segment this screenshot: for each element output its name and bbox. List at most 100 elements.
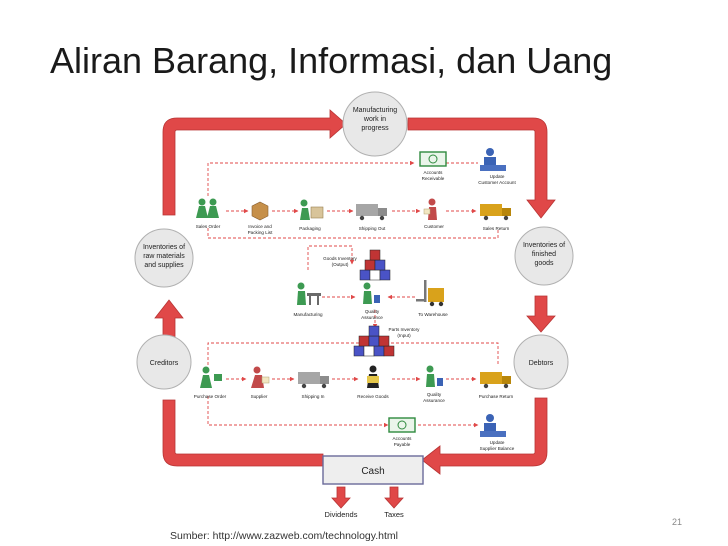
svg-text:progress: progress: [361, 125, 389, 132]
node-inventories-finished: Inventories of finished goods: [514, 226, 574, 286]
svg-text:Customer Account: Customer Account: [478, 180, 516, 185]
svg-text:Parts Inventory: Parts Inventory: [389, 327, 421, 332]
svg-text:Packaging: Packaging: [299, 226, 321, 231]
step-shipping-out: Shipping Out: [356, 204, 387, 231]
step-packaging: Packaging: [299, 199, 324, 231]
cycle-arrow-top-right: [407, 117, 556, 219]
cycle-arrow-left-up: [154, 299, 184, 341]
desk-icon: [480, 431, 506, 437]
desk-icon: [480, 165, 506, 171]
person-icon: [300, 199, 308, 207]
step-receive-goods: Receive Goods: [357, 365, 389, 399]
svg-text:Manufacturing: Manufacturing: [293, 312, 323, 317]
node-inventories-raw: Inventories of raw materials and supplie…: [134, 228, 194, 288]
svg-text:Inventories of: Inventories of: [523, 242, 565, 249]
node-wip: Manufacturing work in progress: [342, 91, 408, 157]
person-icon: [297, 282, 305, 290]
page-number: 21: [672, 517, 683, 527]
slide-title: Aliran Barang, Informasi, dan Uang: [50, 40, 613, 81]
svg-text:Update: Update: [490, 440, 505, 445]
svg-text:Goods Inventory: Goods Inventory: [323, 256, 357, 261]
person-icon: [369, 365, 377, 373]
svg-text:Invoice and: Invoice and: [248, 224, 272, 229]
cycle-arrow-bottom-right: [421, 397, 548, 475]
step-accounts-receivable: Accounts Receivable: [419, 151, 447, 181]
svg-text:Inventories of: Inventories of: [143, 244, 185, 251]
step-customer: Customer: [423, 198, 444, 229]
cycle-arrow-bottom-left: [162, 399, 324, 467]
svg-text:and supplies: and supplies: [144, 262, 184, 269]
node-creditors: Creditors: [136, 334, 192, 390]
money-cycle: [154, 109, 556, 509]
svg-text:Creditors: Creditors: [150, 360, 179, 367]
step-invoice: Invoice and Packing List: [248, 201, 273, 235]
cycle-arrow-top-left: [162, 109, 347, 216]
person-icon: [202, 366, 210, 374]
box-stack-icon: [353, 325, 395, 357]
svg-text:Sales Order: Sales Order: [196, 224, 221, 229]
money-icon: [388, 417, 416, 433]
dashed-flows: [207, 160, 499, 428]
dividends-label: Dividends: [325, 510, 358, 519]
step-supplier: Supplier: [251, 366, 270, 399]
truck-icon: [356, 204, 378, 216]
person-icon: [209, 198, 217, 206]
svg-text:Quality: Quality: [427, 392, 442, 397]
step-quality-assurance-mid: Quality Assurance: [361, 282, 383, 320]
svg-text:Assurance: Assurance: [361, 315, 383, 320]
node-debtors: Debtors: [513, 334, 569, 390]
svg-text:work in: work in: [363, 116, 386, 123]
svg-text:Purchase Return: Purchase Return: [479, 394, 514, 399]
package-icon: [251, 201, 269, 221]
cycle-arrow-right-down: [526, 295, 556, 333]
truck-icon: [298, 372, 320, 384]
svg-text:Quality: Quality: [365, 309, 380, 314]
svg-text:Customer: Customer: [424, 224, 444, 229]
step-purchase-order: Purchase Order: [194, 366, 227, 399]
svg-text:Accounts: Accounts: [393, 436, 413, 441]
workbench-icon: [307, 293, 321, 296]
svg-text:Shipping In: Shipping In: [302, 394, 325, 399]
step-purchase-return: Purchase Return: [479, 372, 514, 399]
truck-icon: [480, 372, 502, 384]
svg-text:Assurance: Assurance: [423, 398, 445, 403]
svg-text:Purchase Order: Purchase Order: [194, 394, 227, 399]
person-icon: [486, 414, 494, 422]
svg-text:Sales Return: Sales Return: [483, 226, 510, 231]
step-shipping-in: Shipping In: [298, 372, 329, 399]
svg-text:Update: Update: [490, 174, 505, 179]
step-manufacturing: Manufacturing: [293, 282, 323, 317]
money-icon: [419, 151, 447, 167]
cash-box: Cash: [322, 455, 424, 485]
source-citation: Sumber: http://www.zazweb.com/technology…: [170, 530, 398, 542]
forklift-icon: [428, 288, 444, 302]
step-quality-assurance-bot: Quality Assurance: [423, 365, 445, 403]
dividends-arrow: [331, 486, 351, 509]
svg-text:raw materials: raw materials: [143, 253, 185, 260]
svg-text:Packing List: Packing List: [248, 230, 273, 235]
person-icon: [426, 365, 434, 373]
taxes-label: Taxes: [384, 510, 404, 519]
parts-inventory: Parts Inventory (Input): [353, 325, 421, 357]
svg-text:Cash: Cash: [361, 466, 384, 477]
step-accounts-payable: Accounts Payable: [388, 417, 416, 447]
step-update-supplier-balance: Update Supplier Balance: [480, 414, 515, 451]
svg-text:(Output): (Output): [332, 262, 349, 267]
step-sales-return: Sales Return: [480, 204, 511, 231]
step-update-customer-account: Update Customer Account: [478, 148, 516, 185]
svg-text:Payable: Payable: [394, 442, 411, 447]
step-to-warehouse: To Warehouse: [416, 280, 448, 317]
svg-text:Accounts: Accounts: [424, 170, 444, 175]
truck-icon: [480, 204, 502, 216]
person-icon: [363, 282, 371, 290]
person-icon: [198, 198, 206, 206]
person-icon: [486, 148, 494, 156]
person-icon: [253, 366, 261, 374]
svg-text:Supplier: Supplier: [251, 394, 268, 399]
box-stack-icon: [359, 249, 391, 281]
box-icon: [310, 206, 324, 219]
svg-text:Receivable: Receivable: [422, 176, 445, 181]
svg-text:Debtors: Debtors: [529, 360, 554, 367]
goods-inventory: Goods Inventory (Output): [323, 249, 391, 281]
svg-text:Shipping Out: Shipping Out: [359, 226, 386, 231]
